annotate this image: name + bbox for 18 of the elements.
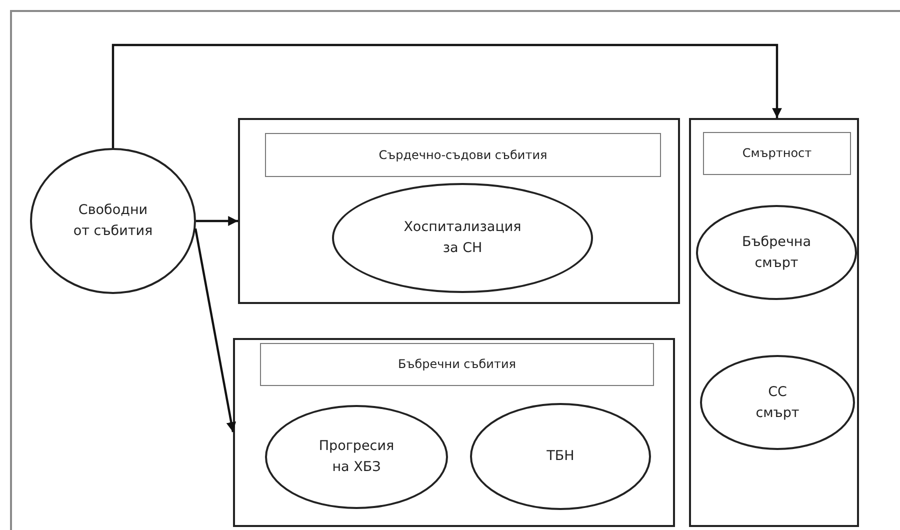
node-label: СС смърт — [754, 382, 800, 422]
node-label: Смъртност — [742, 145, 812, 162]
group-box — [238, 118, 680, 304]
node-label: Бъбречна смърт — [740, 232, 812, 272]
arrow — [112, 44, 782, 148]
group-header-box — [260, 343, 654, 386]
arrow — [196, 216, 238, 226]
node-label: ТБН — [546, 447, 574, 466]
node-label: Бъбречни събития — [398, 356, 516, 374]
group-box — [689, 118, 859, 527]
node-label: Сърдечно-съдови събития — [378, 146, 548, 164]
group-header-box — [703, 132, 851, 175]
group-box — [233, 338, 675, 527]
node-label: Прогресия на ХБЗ — [318, 437, 396, 477]
node-label: Хоспитализация за СН — [402, 218, 522, 258]
group-header-box — [265, 133, 661, 177]
node-label: Свободни от събития — [72, 201, 154, 241]
arrow — [194, 228, 236, 432]
